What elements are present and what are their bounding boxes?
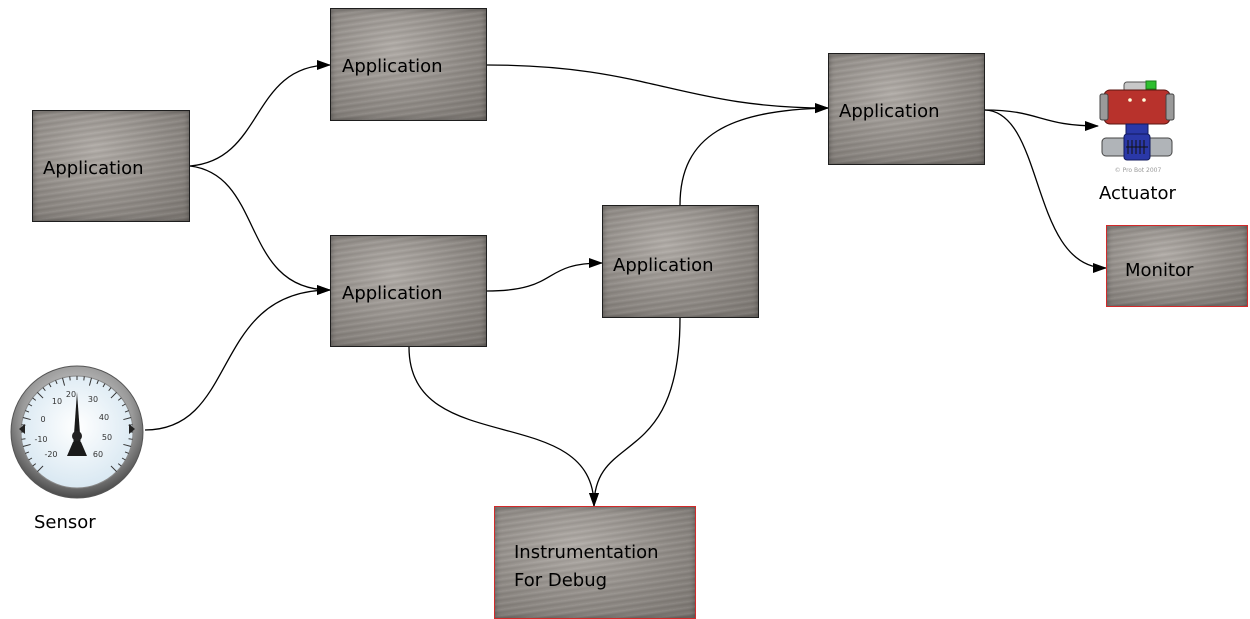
gauge-tick [88,377,92,386]
gauge-tick-label: -20 [44,450,57,459]
monitor-node-label: Monitor [1125,260,1194,281]
edge-sensor-to-middle [144,285,331,431]
gauge-tick-label: 20 [66,390,76,399]
gauge-tick [32,397,37,401]
application-node-middle[interactable]: Application [330,235,487,347]
gauge-tick [121,403,126,407]
gauge-tick [123,417,132,421]
gauge-tick [48,383,52,388]
application-node-center[interactable]: Application [602,205,759,318]
gauge-tick [96,380,99,385]
gauge-tick [25,410,30,413]
application-node-top[interactable]: Application [330,8,487,121]
valve-actuator-icon[interactable]: © Pro Bot 2007 [1098,80,1176,176]
application-node-label: Application [342,283,443,304]
gauge-tick [22,417,31,421]
gauge-tick [22,443,31,447]
edge-right-to-actuator [984,109,1099,131]
edge-right-to-monitor [984,109,1107,273]
gauge-tick [32,463,37,467]
instrumentation-label-line2: For Debug [514,570,608,591]
gauge-tick-label: -10 [34,435,47,444]
gauge-tick [21,438,26,440]
gauge-tick [102,383,106,388]
edge-center-to-right [679,103,829,206]
gauge-tick-label: 30 [88,395,98,404]
application-node-right[interactable]: Application [828,53,985,165]
gauge-tick [117,397,122,401]
instrumentation-debug-node[interactable]: Instrumentation For Debug [494,506,696,619]
gauge-tick [37,465,44,472]
edge-top-to-right [486,64,829,113]
edge-middle-to-center [486,258,603,292]
application-node-label: Application [342,56,443,77]
gauge-tick [25,451,30,454]
gauge-tick [55,380,58,385]
gauge-tick [37,392,44,399]
monitor-node[interactable]: Monitor [1106,225,1248,307]
gauge-tick [42,387,46,392]
gauge-tick [110,392,117,399]
gauge-tick [110,465,117,472]
gauge-tick [69,376,71,381]
gauge-tick-label: 10 [52,397,62,406]
gauge-tick-label: 40 [99,413,109,422]
edge-middle-to-debug [408,346,599,507]
thermometer-gauge-icon[interactable]: 10 20 30 40 50 60 0 -10 -20 [9,364,145,500]
gauge-tick-label: 50 [102,433,112,442]
instrumentation-label-line1: Instrumentation [514,542,659,563]
gauge-tick-label: 0 [40,415,45,424]
edge-center-to-debug [589,317,681,507]
gauge-tick [124,451,129,454]
gauge-tick [62,377,66,386]
gauge-tick [123,443,132,447]
application-node-left[interactable]: Application [32,110,190,222]
edge-left-to-top [189,60,331,167]
edge-left-to-middle [189,165,331,295]
sensor-label: Sensor [34,512,96,533]
gauge-tick [124,410,129,413]
application-node-label: Application [839,101,940,122]
actuator-label: Actuator [1099,183,1176,204]
gauge-tick-label: 60 [93,450,103,459]
gauge-tick [117,463,122,467]
gauge-tick [121,457,126,461]
application-node-label: Application [43,158,144,179]
gauge-tick [108,387,112,392]
application-node-label: Application [613,255,714,276]
gauge-tick [28,403,33,407]
actuator-copyright: © Pro Bot 2007 [1115,167,1162,174]
gauge-tick [128,438,133,440]
gauge-tick [83,376,85,381]
gauge-tick [28,457,33,461]
